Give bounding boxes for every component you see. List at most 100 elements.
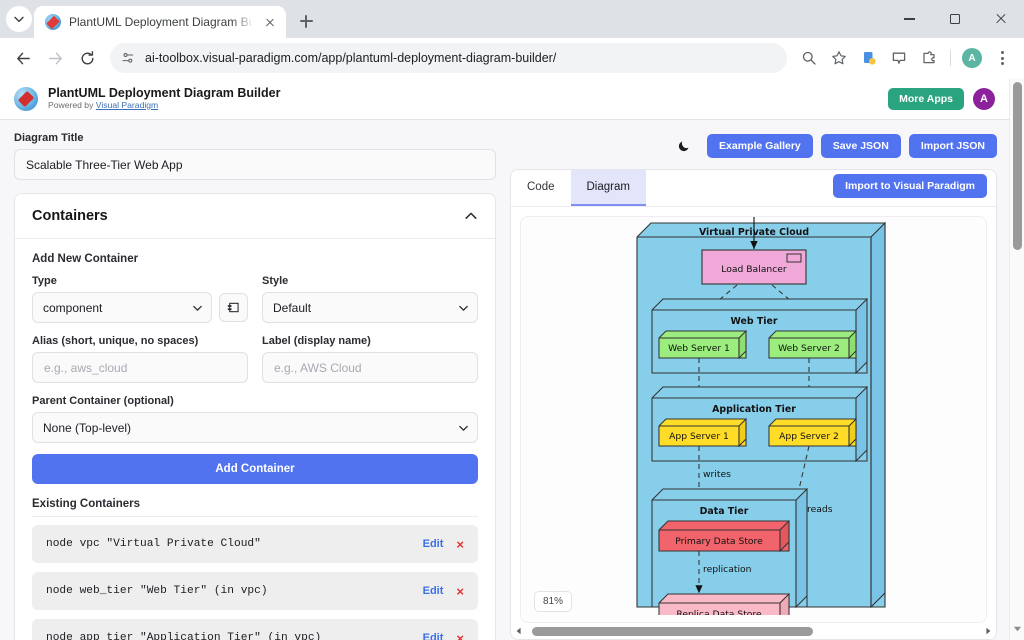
type-label: Type (32, 275, 57, 287)
existing-containers-heading: Existing Containers (32, 498, 140, 510)
containers-card-header[interactable]: Containers (15, 194, 495, 239)
list-item[interactable]: node app_tier "Application Tier" (in vpc… (32, 619, 478, 640)
bookmark-star-icon[interactable] (825, 44, 853, 72)
containers-card-body: Add New Container Type component (15, 239, 495, 640)
delete-icon[interactable]: × (456, 536, 464, 552)
edit-button[interactable]: Edit (422, 538, 444, 550)
alias-input[interactable] (32, 352, 248, 383)
window-controls (886, 0, 1024, 38)
containers-card: Containers Add New Container Type (14, 193, 496, 640)
style-field: Style Default (262, 275, 478, 323)
parent-select-wrap: None (Top-level) (32, 412, 478, 443)
zoom-level-badge[interactable]: 81% (534, 591, 573, 612)
tab-close-icon[interactable] (262, 14, 278, 30)
import-to-visual-paradigm-button[interactable]: Import to Visual Paradigm (833, 174, 987, 198)
type-controls: component (32, 292, 248, 323)
powered-by-text: Powered by (48, 99, 96, 110)
diagram-title-input[interactable] (14, 149, 496, 180)
diagram-canvas[interactable]: Virtual Private Cloud Loa (520, 216, 987, 623)
tab-diagram[interactable]: Diagram (570, 170, 646, 206)
shape-picker-button[interactable] (219, 293, 248, 322)
avatar[interactable]: A (973, 87, 995, 110)
horizontal-scrollbar[interactable] (511, 623, 996, 639)
extension-page-icon[interactable] (855, 44, 883, 72)
edit-button[interactable]: Edit (422, 632, 444, 640)
reload-button[interactable] (72, 43, 102, 73)
visual-paradigm-link[interactable]: Visual Paradigm (95, 99, 159, 110)
page-scrollbar[interactable] (1009, 78, 1024, 640)
list-item[interactable]: node web_tier "Web Tier" (in vpc) Edit × (32, 572, 478, 610)
type-select[interactable]: component (32, 292, 212, 323)
parent-container-field: Parent Container (optional) None (Top-le… (32, 395, 478, 443)
hscroll-track[interactable] (527, 626, 980, 636)
node-app-server-2: App Server 2 (768, 417, 857, 448)
save-json-button[interactable]: Save JSON (820, 133, 901, 158)
deployment-diagram-svg: Virtual Private Cloud Loa (636, 217, 886, 615)
node-web-server-1: Web Server 1 (658, 329, 747, 360)
container-code: node app_tier "Application Tier" (in vpc… (46, 632, 322, 640)
extensions-puzzle-icon[interactable] (915, 44, 943, 72)
edge-label-replication: replication (703, 564, 752, 575)
add-container-button[interactable]: Add Container (32, 454, 478, 484)
alias-label: Alias (short, unique, no spaces) (32, 335, 199, 347)
tab-favicon-icon (45, 14, 61, 30)
site-settings-icon[interactable] (121, 51, 135, 65)
svg-text:Data Tier: Data Tier (700, 506, 749, 517)
reload-icon (81, 50, 93, 64)
app-subtitle: Powered by Visual Paradigm (48, 99, 280, 111)
hscroll-thumb[interactable] (532, 626, 813, 636)
list-item[interactable]: node vpc "Virtual Private Cloud" Edit × (32, 525, 478, 563)
right-toolbar: Example Gallery Save JSON Import JSON (510, 132, 997, 159)
scroll-down-icon[interactable] (1013, 620, 1022, 638)
list-divider (32, 516, 478, 517)
add-new-container-heading: Add New Container (32, 253, 139, 265)
profile-avatar[interactable]: A (958, 44, 986, 72)
delete-icon[interactable]: × (456, 583, 464, 599)
menu-kebab-icon[interactable] (988, 44, 1016, 72)
window-maximize-button[interactable] (932, 0, 978, 38)
container-code: node vpc "Virtual Private Cloud" (46, 538, 261, 550)
window-minimize-button[interactable] (886, 0, 932, 38)
window-close-button[interactable] (978, 0, 1024, 38)
example-gallery-button[interactable]: Example Gallery (707, 133, 813, 158)
import-json-button[interactable]: Import JSON (908, 133, 997, 158)
svg-text:Replica Data Store: Replica Data Store (676, 609, 762, 615)
address-bar[interactable]: ai-toolbox.visual-paradigm.com/app/plant… (110, 43, 787, 73)
display-name-field: Label (display name) (262, 335, 478, 383)
zoom-search-icon[interactable] (795, 44, 823, 72)
app-title-block: PlantUML Deployment Diagram Builder Powe… (48, 86, 280, 110)
tab-search-button[interactable] (6, 6, 32, 32)
moon-icon[interactable] (673, 135, 695, 157)
style-select[interactable]: Default (262, 292, 478, 323)
svg-text:Web Server 2: Web Server 2 (778, 343, 840, 354)
triangle-right-icon[interactable] (982, 625, 994, 637)
svg-text:Web Tier: Web Tier (731, 316, 778, 327)
edit-button[interactable]: Edit (422, 585, 444, 597)
left-panel: Diagram Title Containers Add New Contain… (0, 120, 510, 640)
edge-label-writes: writes (703, 469, 731, 480)
forward-button[interactable] (40, 43, 70, 73)
triangle-left-icon[interactable] (513, 625, 525, 637)
edge-label-reads: reads (807, 504, 833, 515)
more-apps-button[interactable]: More Apps (888, 87, 964, 110)
alias-field: Alias (short, unique, no spaces) (32, 335, 248, 383)
display-name-input[interactable] (262, 352, 478, 383)
type-select-wrap: component (32, 292, 212, 323)
svg-text:Application Tier: Application Tier (712, 404, 796, 415)
browser-tab[interactable]: PlantUML Deployment Diagram Builder (34, 6, 286, 38)
preview-panel: Code Diagram Import to Visual Paradigm (510, 169, 997, 640)
delete-icon[interactable]: × (456, 630, 464, 640)
tab-code[interactable]: Code (527, 181, 555, 193)
svg-text:Load Balancer: Load Balancer (721, 264, 787, 275)
new-tab-button[interactable] (292, 7, 320, 35)
chevron-up-icon[interactable] (464, 209, 478, 223)
back-button[interactable] (8, 43, 38, 73)
alias-label-row: Alias (short, unique, no spaces) Label (… (32, 335, 478, 383)
page-scrollbar-thumb[interactable] (1013, 82, 1022, 250)
page-title: PlantUML Deployment Diagram Builder (48, 86, 281, 101)
svg-text:App Server 1: App Server 1 (669, 431, 729, 442)
parent-container-select[interactable]: None (Top-level) (32, 412, 478, 443)
browser-toolbar: ai-toolbox.visual-paradigm.com/app/plant… (0, 38, 1024, 78)
row-actions: Edit × (423, 538, 464, 551)
comment-icon[interactable] (885, 44, 913, 72)
